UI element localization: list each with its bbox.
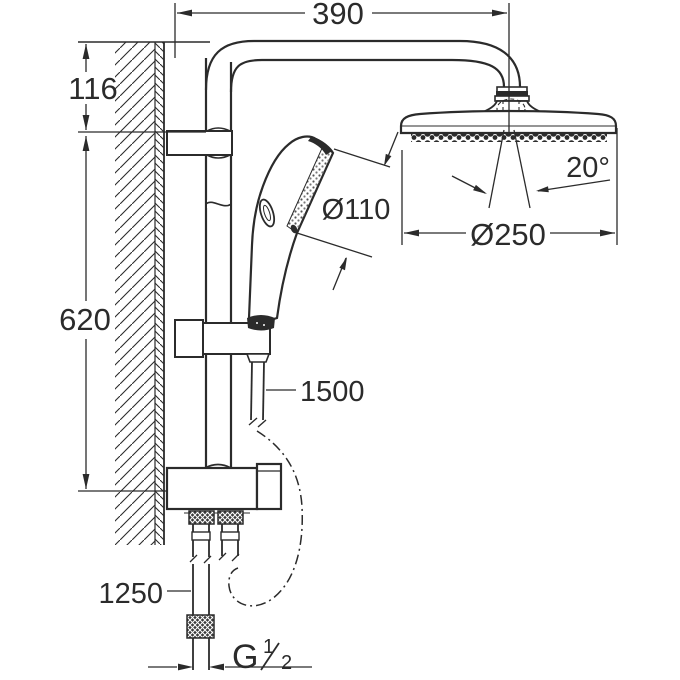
shower-column xyxy=(166,39,618,468)
arrow-left-leader xyxy=(473,184,487,194)
dim-250: Ø250 xyxy=(401,128,618,252)
valve-group xyxy=(165,462,283,670)
thread-slash xyxy=(260,642,280,671)
arrow-up xyxy=(82,44,90,59)
head-nozzles xyxy=(411,132,607,142)
supply-nut-left xyxy=(188,510,215,525)
dim-116: 116 xyxy=(68,44,206,133)
dim-116-label: 116 xyxy=(68,71,117,106)
arrow-left xyxy=(209,663,224,671)
dim-1250-label: 1250 xyxy=(98,578,163,610)
arrow-right xyxy=(492,9,507,17)
supply-pipe-left xyxy=(186,524,215,670)
hand-shower-face-end xyxy=(290,224,298,234)
wall-hatch-edge xyxy=(155,42,164,545)
shower-hose-loop xyxy=(228,430,304,607)
dim-390-label: 390 xyxy=(312,0,364,31)
arrow-upper xyxy=(384,153,392,166)
top-pipe-inner xyxy=(229,58,506,93)
arrow-right xyxy=(600,229,615,237)
wall-hatch xyxy=(115,42,155,545)
dim-20deg-label: 20° xyxy=(566,152,610,184)
top-pipe-outer xyxy=(204,39,522,91)
supply-hose-nut xyxy=(186,614,215,639)
arrow-right-leader xyxy=(536,186,549,193)
dim-g-half: G 1 2 xyxy=(148,636,312,676)
arrow-up xyxy=(82,136,90,151)
hand-shower-group xyxy=(174,135,335,607)
arrow-down xyxy=(82,115,90,130)
thread-denominator: 2 xyxy=(281,652,292,674)
dimensions: 390 116 620 Ø110 xyxy=(59,0,618,676)
dim-110-label: Ø110 xyxy=(322,194,391,226)
dim-620-label: 620 xyxy=(59,302,111,337)
valve-body xyxy=(165,466,259,511)
dim-1250: 1250 xyxy=(98,578,191,610)
holder-wall-block xyxy=(174,319,204,358)
ball-joint-hidden xyxy=(496,98,526,120)
arrow-left xyxy=(404,229,419,237)
spray-angle-line-left xyxy=(488,129,505,209)
dim-1500-label: 1500 xyxy=(300,376,365,408)
supply-pipe-right xyxy=(218,524,240,562)
dim-250-label: Ø250 xyxy=(470,217,546,252)
hose-break-marks xyxy=(248,417,267,428)
cap-highlight-2 xyxy=(262,323,266,327)
cap-highlight-1 xyxy=(255,321,259,325)
thread-numerator: 1 xyxy=(263,636,274,658)
arrow-lower xyxy=(339,257,347,271)
supply-nut-right xyxy=(217,510,244,525)
shower-hose-right xyxy=(262,361,265,421)
spray-mode-button-inner xyxy=(263,204,271,222)
dim-620: 620 xyxy=(59,136,167,492)
dim-110: Ø110 xyxy=(296,131,399,291)
thread-g-label: G xyxy=(232,638,258,676)
hand-shower-face-cap xyxy=(308,137,332,155)
hose-boss xyxy=(245,353,271,363)
arrow-left xyxy=(177,9,192,17)
dim-20deg: 20° xyxy=(451,129,611,209)
shower-hose-left xyxy=(250,361,253,421)
column-joint xyxy=(205,200,232,208)
handle-cone-cap xyxy=(247,315,275,331)
dim-390: 390 xyxy=(174,0,510,135)
spray-angle-line-right xyxy=(513,129,531,209)
arrow-down xyxy=(82,474,90,489)
wall-section xyxy=(78,41,210,545)
arrow-right xyxy=(178,663,193,671)
top-wall-bracket xyxy=(166,127,233,159)
dim-1500: 1500 xyxy=(266,376,365,408)
